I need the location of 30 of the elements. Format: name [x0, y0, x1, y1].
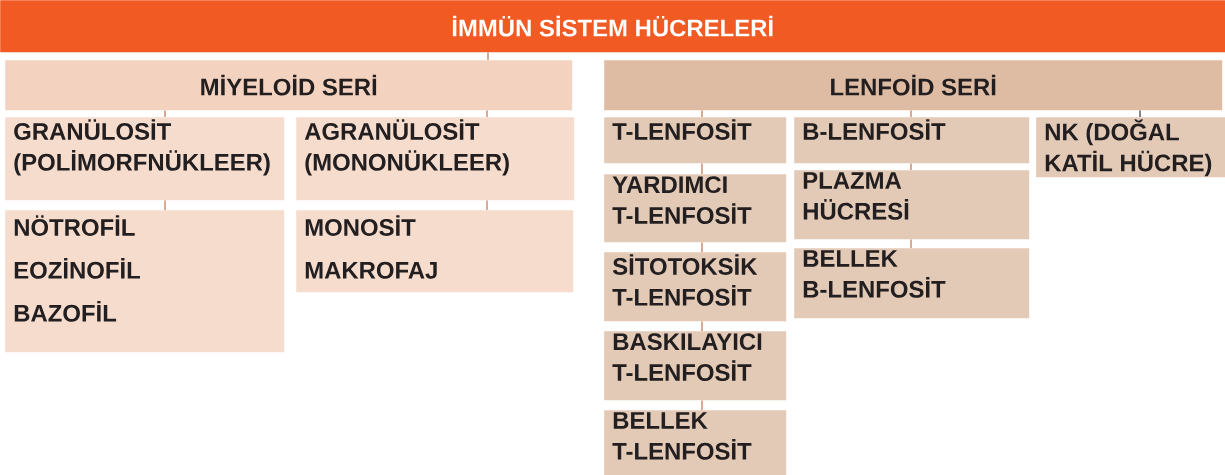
series-box: MİYELOİD SERİ [5, 60, 573, 111]
cell-box: BELLEK T-LENFOSİT [604, 410, 787, 475]
cell-box: AGRANÜLOSİT (MONONÜKLEER) [296, 117, 575, 201]
cell-box: MONOSİT MAKROFAJ [296, 210, 574, 293]
connector-line [1139, 109, 1141, 118]
connector-line [486, 199, 488, 211]
cell-box: BELLEK B-LENFOSİT [794, 248, 1030, 319]
cell-box: T-LENFOSİT [604, 117, 787, 164]
connector-line [164, 199, 166, 211]
cell-box: NÖTROFİL EOZİNOFİL BAZOFİL [5, 210, 285, 353]
connector-line [701, 241, 703, 253]
title-banner: İMMÜN SİSTEM HÜCRELERİ [0, 0, 1225, 53]
connector-line [701, 109, 703, 118]
connector-line [701, 399, 703, 411]
connector-line [910, 109, 912, 118]
connector-line [486, 109, 488, 118]
connector-line [487, 51, 489, 61]
connector-line [164, 109, 166, 118]
cell-box: NK (DOĞAL KATİL HÜCRE) [1036, 117, 1225, 178]
connector-line [910, 238, 912, 249]
cell-box: PLAZMA HÜCRESİ [794, 170, 1030, 240]
connector-line [701, 320, 703, 332]
cell-box: YARDIMCI T-LENFOSİT [604, 174, 787, 243]
cell-box: B-LENFOSİT [794, 117, 1030, 164]
cell-box: BASKILAYICI T-LENFOSİT [604, 331, 787, 401]
connector-line [701, 162, 703, 175]
cell-box: SİTOTOKSİK T-LENFOSİT [604, 252, 787, 322]
series-box: LENFOİD SERİ [604, 60, 1223, 111]
cell-box: GRANÜLOSİT (POLİMORFNÜKLEER) [5, 117, 285, 201]
connector-line [910, 162, 912, 171]
